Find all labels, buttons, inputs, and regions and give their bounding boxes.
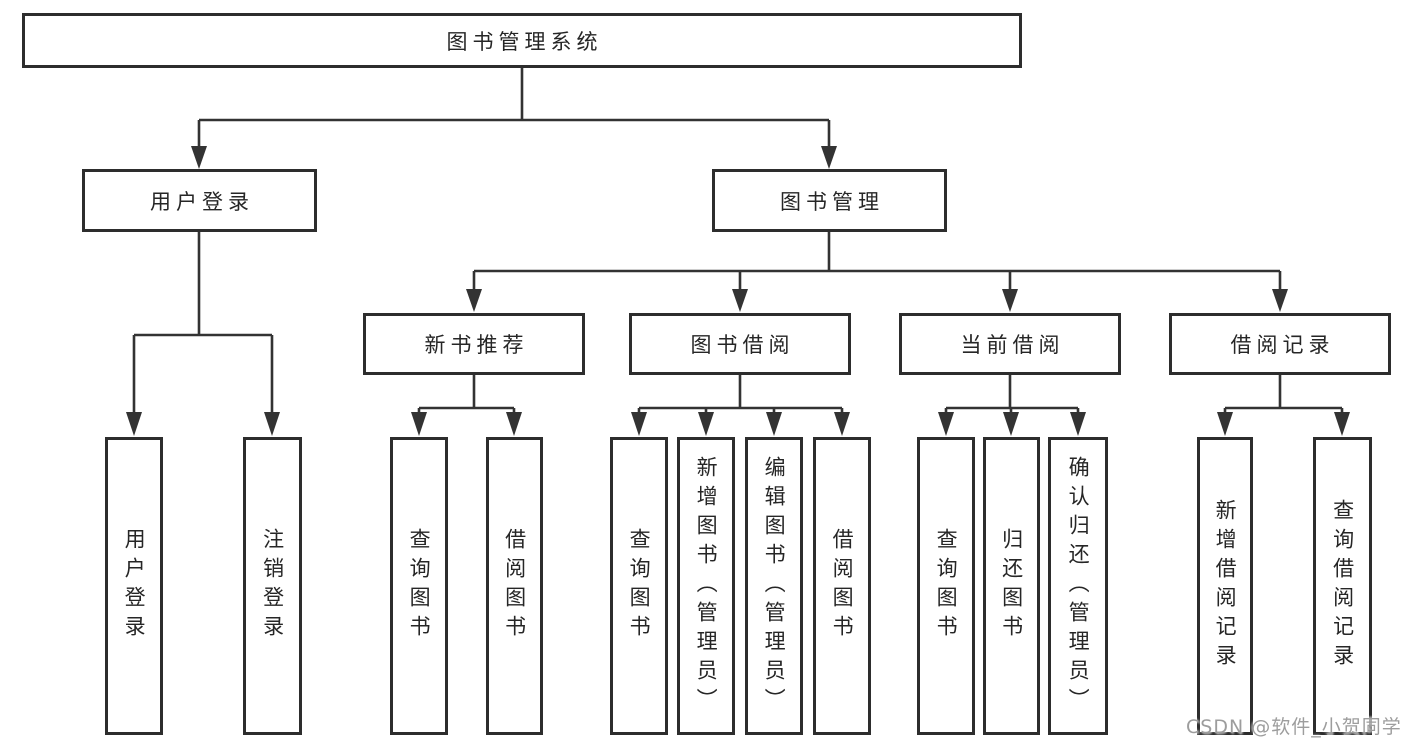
arrow-down-icon xyxy=(506,412,522,436)
arrow-down-icon xyxy=(766,412,782,436)
node-label: 确认归还（管理员） xyxy=(1066,455,1091,717)
arrow-down-icon xyxy=(1334,412,1350,436)
node-borrow-records: 借阅记录 xyxy=(1169,313,1391,375)
arrow-down-icon xyxy=(698,412,714,436)
arrow-down-icon xyxy=(821,146,837,169)
node-current-borrow: 当前借阅 xyxy=(899,313,1121,375)
connector-bookmgmt-to-level3 xyxy=(466,232,1288,312)
node-book-management: 图书管理 xyxy=(712,169,947,232)
node-label: 查询图书 xyxy=(934,528,959,644)
node-library-management-system: 图书管理系统 xyxy=(22,13,1022,68)
leaf-return-books: 归还图书 xyxy=(983,437,1040,735)
node-label: 借阅记录 xyxy=(1230,333,1335,357)
arrow-down-icon xyxy=(1002,289,1018,312)
node-label: 图书借阅 xyxy=(690,333,795,357)
node-label: 借阅图书 xyxy=(502,528,527,644)
node-label: 新增借阅记录 xyxy=(1213,499,1238,673)
leaf-query-books-borrow: 查询图书 xyxy=(610,437,668,735)
connector-current-to-leaves xyxy=(938,375,1086,436)
arrow-down-icon xyxy=(1070,412,1086,436)
node-label: 图书管理系统 xyxy=(446,29,603,54)
node-label: 当前借阅 xyxy=(960,333,1065,357)
leaf-query-books-recommend: 查询图书 xyxy=(390,437,448,735)
node-label: 图书管理 xyxy=(780,189,884,214)
leaf-query-books-current: 查询图书 xyxy=(917,437,975,735)
arrow-down-icon xyxy=(732,289,748,312)
node-label: 用户登录 xyxy=(150,189,254,214)
node-label: 新书推荐 xyxy=(424,333,529,357)
arrow-down-icon xyxy=(1272,289,1288,312)
node-label: 用户登录 xyxy=(122,528,147,644)
csdn-watermark: CSDN @软件_小贺同学 xyxy=(1186,716,1402,738)
leaf-query-borrow-record: 查询借阅记录 xyxy=(1313,437,1372,735)
node-label: 查询借阅记录 xyxy=(1330,499,1355,673)
arrow-down-icon xyxy=(631,412,647,436)
arrow-down-icon xyxy=(411,412,427,436)
leaf-borrow-books: 借阅图书 xyxy=(813,437,871,735)
node-new-book-recommend: 新书推荐 xyxy=(363,313,585,375)
node-user-login: 用户登录 xyxy=(82,169,317,232)
arrow-down-icon xyxy=(126,412,142,436)
arrow-down-icon xyxy=(264,412,280,436)
connector-records-to-leaves xyxy=(1217,375,1350,436)
arrow-down-icon xyxy=(1003,412,1019,436)
node-book-borrow: 图书借阅 xyxy=(629,313,851,375)
node-label: 注销登录 xyxy=(260,528,285,644)
node-label: 编辑图书（管理员） xyxy=(762,455,787,717)
node-label: 查询图书 xyxy=(627,528,652,644)
connector-root-to-level2 xyxy=(191,68,837,169)
arrow-down-icon xyxy=(938,412,954,436)
leaf-logout: 注销登录 xyxy=(243,437,302,735)
node-label: 新增图书（管理员） xyxy=(694,455,719,717)
node-label: 归还图书 xyxy=(999,528,1024,644)
node-label: 借阅图书 xyxy=(830,528,855,644)
connector-newbooks-to-leaves xyxy=(411,375,522,436)
connector-borrow-to-leaves xyxy=(631,375,850,436)
arrow-down-icon xyxy=(191,146,207,169)
leaf-user-login: 用户登录 xyxy=(105,437,163,735)
leaf-edit-books-admin: 编辑图书（管理员） xyxy=(745,437,803,735)
leaf-add-borrow-record: 新增借阅记录 xyxy=(1197,437,1253,735)
leaf-confirm-return-admin: 确认归还（管理员） xyxy=(1048,437,1108,735)
leaf-add-books-admin: 新增图书（管理员） xyxy=(677,437,735,735)
arrow-down-icon xyxy=(466,289,482,312)
connector-login-to-leaves xyxy=(126,232,280,436)
node-label: 查询图书 xyxy=(407,528,432,644)
arrow-down-icon xyxy=(1217,412,1233,436)
arrow-down-icon xyxy=(834,412,850,436)
leaf-borrow-books-recommend: 借阅图书 xyxy=(486,437,543,735)
